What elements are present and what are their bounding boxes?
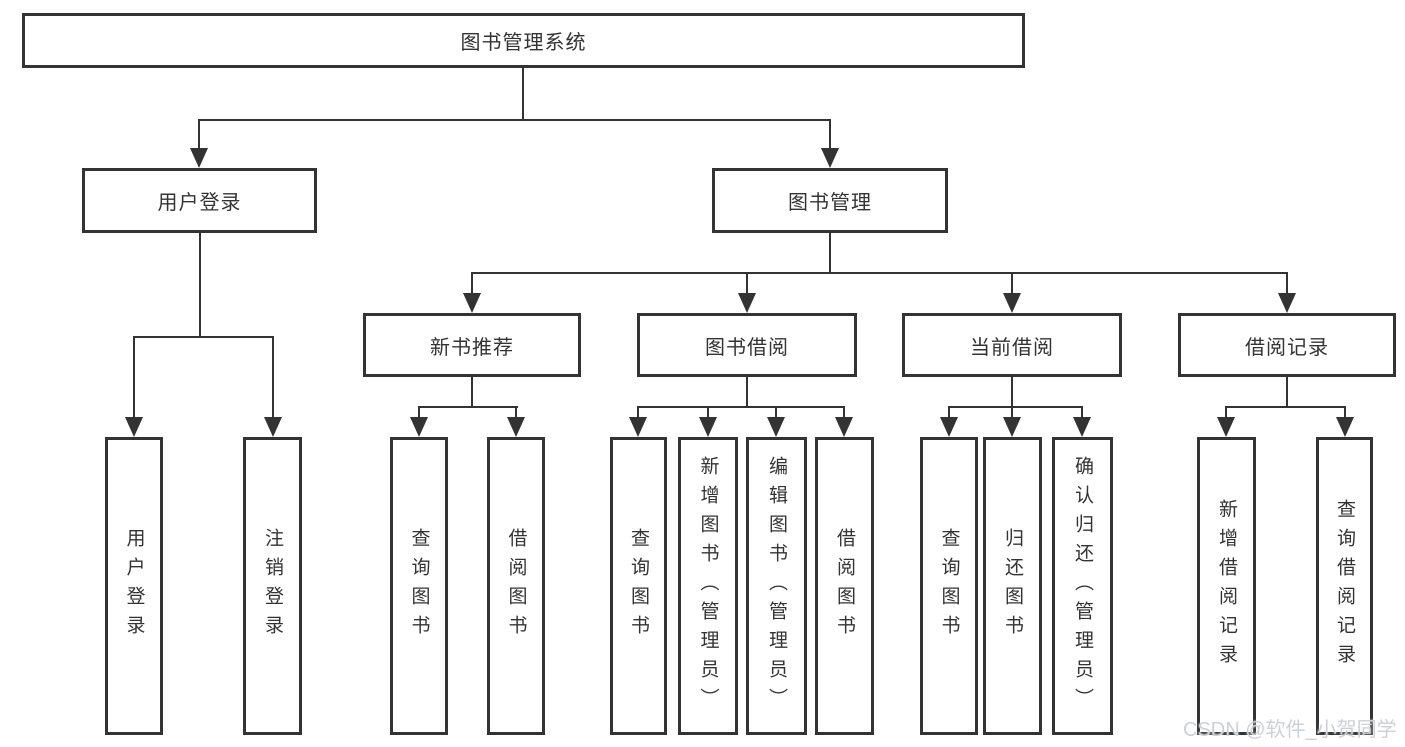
arrow-down-icon [835,417,853,437]
connector-line [418,406,420,420]
connector-line [198,119,831,121]
leaf-user-login: 用户登录 [105,437,163,735]
leaf-records-query-record-label: 查询借阅记录 [1334,499,1355,673]
node-root-label: 图书管理系统 [460,32,587,54]
leaf-records-query-record: 查询借阅记录 [1316,437,1373,735]
node-borrowing-records-label: 借阅记录 [1245,336,1329,359]
leaf-borrowing-add-books-admin-label: 新增图书（管理员） [697,455,719,717]
connector-line [1225,406,1227,420]
connector-line [1286,272,1288,297]
leaf-logout-label: 注销登录 [262,528,283,644]
connector-line [843,406,845,420]
leaf-borrowing-edit-books-admin-label: 编辑图书（管理员） [766,455,787,717]
connector-line [418,406,518,408]
connector-line [134,336,274,338]
arrow-down-icon [264,417,282,437]
arrow-down-icon [629,417,647,437]
leaf-borrowing-add-books-admin: 新增图书（管理员） [678,437,738,735]
csdn-watermark: CSDN @软件_小贺同学 [1183,719,1397,741]
node-user-login-label: 用户登录 [157,192,242,214]
connector-line [746,272,748,297]
node-new-book-recommend-label: 新书推荐 [430,336,514,359]
leaf-borrowing-query-books-label: 查询图书 [628,528,649,644]
node-current-borrowing: 当前借阅 [902,313,1122,377]
connector-line [198,119,200,151]
arrow-down-icon [190,148,208,168]
arrow-down-icon [463,293,481,313]
node-book-management: 图书管理 [712,168,948,233]
connector-line [829,119,831,151]
arrow-down-icon [1336,417,1354,437]
connector-line [1286,377,1288,408]
leaf-newbooks-borrow-books: 借阅图书 [487,437,545,735]
connector-line [707,406,709,420]
connector-line [637,406,639,420]
leaf-borrowing-borrow-books-label: 借阅图书 [834,528,855,644]
connector-line [133,336,135,420]
leaf-records-add-record-label: 新增借阅记录 [1216,499,1237,673]
leaf-current-query-books-label: 查询图书 [938,528,960,644]
connector-line [637,406,845,408]
leaf-user-login-label: 用户登录 [123,528,145,644]
arrow-down-icon [821,148,839,168]
arrow-down-icon [1217,417,1235,437]
leaf-records-add-record: 新增借阅记录 [1197,437,1256,735]
connector-line [1081,406,1083,420]
connector-line [829,233,831,274]
connector-line [471,272,473,297]
arrow-down-icon [507,417,525,437]
connector-line [515,406,517,420]
node-borrowing-records: 借阅记录 [1178,313,1396,377]
connector-line [1225,406,1345,408]
arrow-down-icon [940,417,958,437]
connector-line [199,233,201,338]
arrow-down-icon [1073,417,1091,437]
leaf-logout: 注销登录 [243,437,302,735]
connector-line [272,336,274,420]
leaf-current-confirm-return-admin-label: 确认归还（管理员） [1072,455,1093,717]
node-current-borrowing-label: 当前借阅 [970,336,1054,359]
connector-line [746,377,748,408]
node-root: 图书管理系统 [22,13,1025,68]
arrow-down-icon [410,417,428,437]
connector-line [471,377,473,408]
connector-line [522,68,524,121]
connector-line [1011,406,1013,420]
connector-line [471,272,1288,274]
node-book-borrowing: 图书借阅 [637,313,857,377]
leaf-borrowing-borrow-books: 借阅图书 [815,437,874,735]
connector-line [775,406,777,420]
arrow-down-icon [767,417,785,437]
node-book-management-label: 图书管理 [788,192,872,214]
arrow-down-icon [1278,293,1296,313]
node-book-borrowing-label: 图书借阅 [705,336,789,359]
arrow-down-icon [125,417,143,437]
connector-line [948,406,1083,408]
arrow-down-icon [1003,293,1021,313]
leaf-current-return-books: 归还图书 [983,437,1042,735]
arrow-down-icon [738,293,756,313]
leaf-current-query-books: 查询图书 [920,437,978,735]
leaf-borrowing-query-books: 查询图书 [610,437,667,735]
arrow-down-icon [699,417,717,437]
connector-line [1011,272,1013,297]
leaf-current-confirm-return-admin: 确认归还（管理员） [1052,437,1113,735]
arrow-down-icon [1003,417,1021,437]
connector-line [1011,377,1013,408]
connector-line [1344,406,1346,420]
leaf-newbooks-query-books-label: 查询图书 [408,528,430,644]
leaf-current-return-books-label: 归还图书 [1002,528,1023,644]
leaf-newbooks-query-books: 查询图书 [390,437,448,735]
connector-line [948,406,950,420]
node-user-login: 用户登录 [82,168,317,233]
leaf-borrowing-edit-books-admin: 编辑图书（管理员） [746,437,807,735]
node-new-book-recommend: 新书推荐 [363,313,581,377]
leaf-newbooks-borrow-books-label: 借阅图书 [505,528,527,644]
